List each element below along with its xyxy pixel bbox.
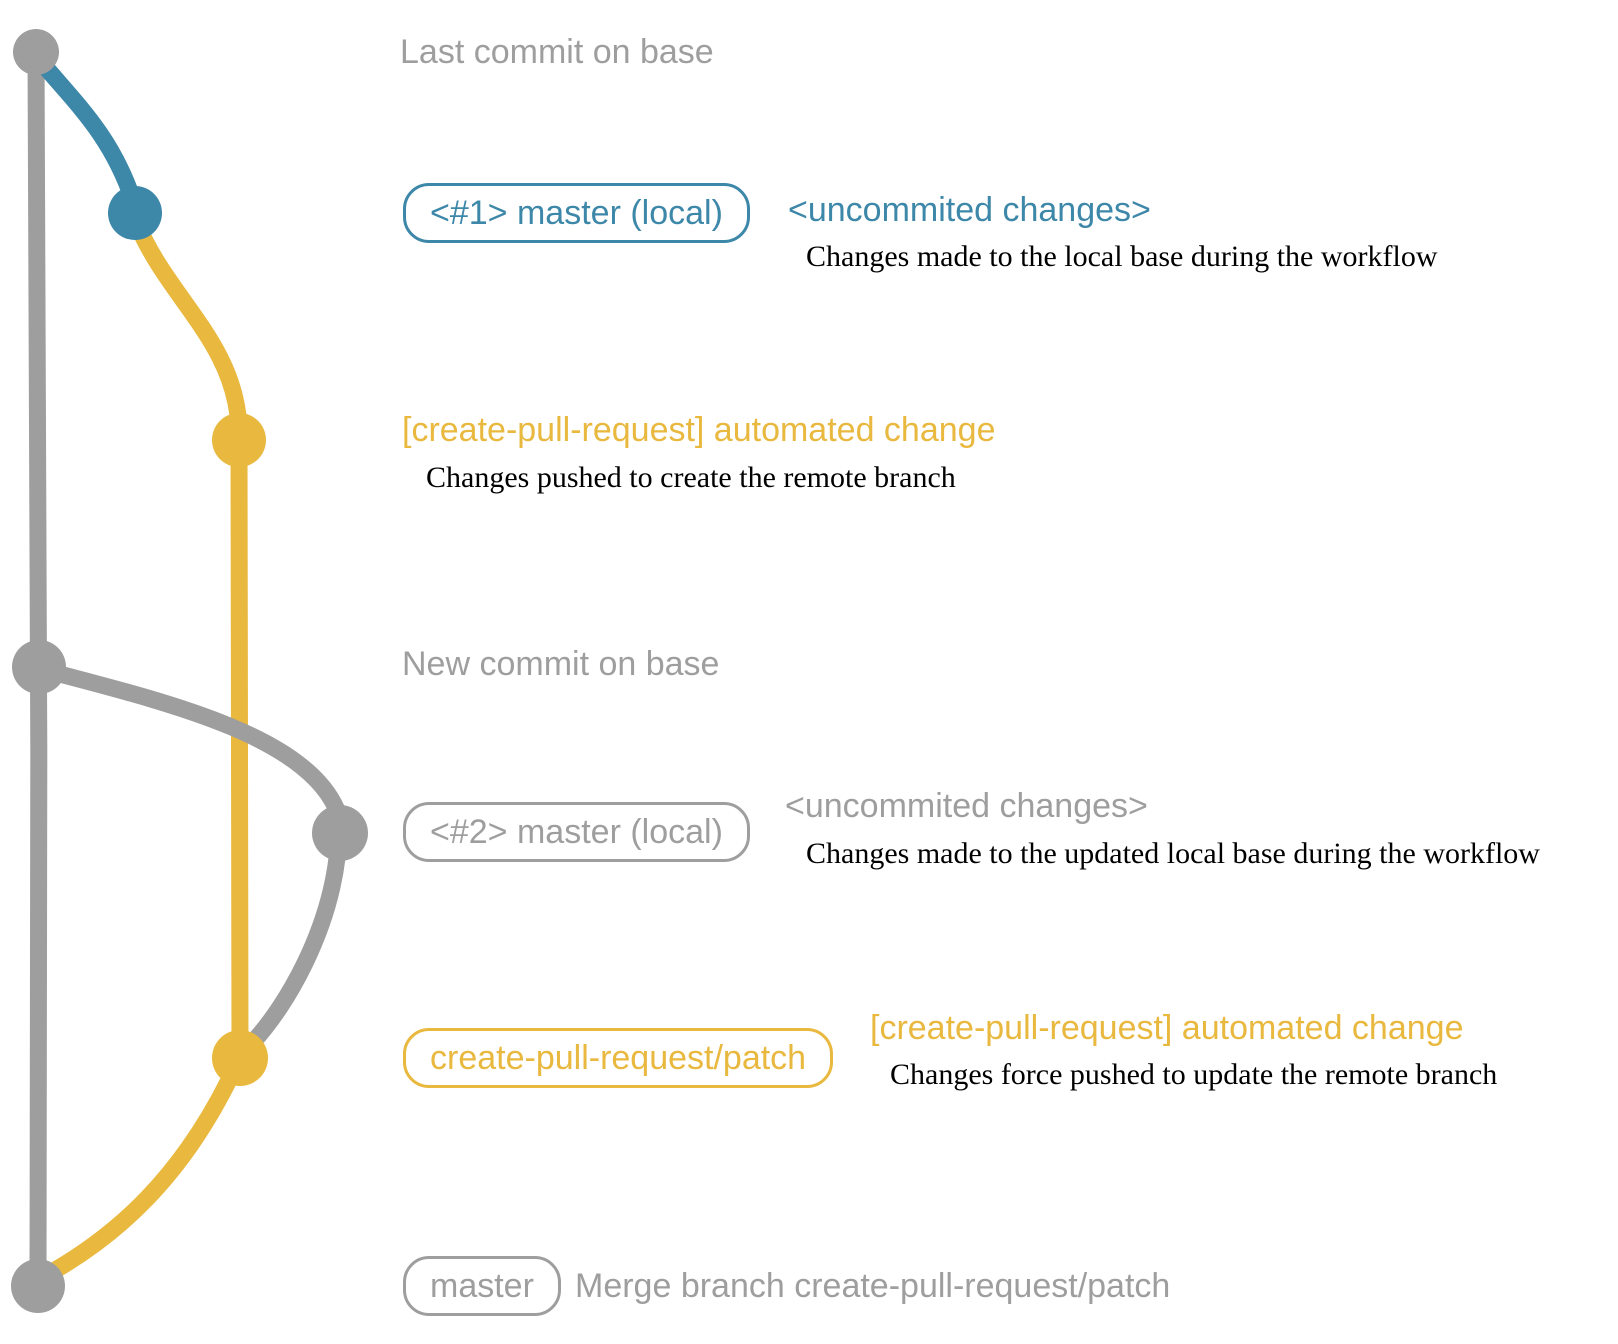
- merge-branch-curve: [43, 1071, 238, 1281]
- new-commit-label: New commit on base: [402, 645, 720, 683]
- branch-badge-local-master-1: <#1> master (local): [403, 183, 750, 243]
- commit-dot-local-master-2: [312, 805, 368, 861]
- commit-dot-local-master-1: [108, 186, 162, 240]
- commit-dot-last-base: [13, 29, 59, 75]
- create-pull-request-branch-curve: [129, 217, 248, 435]
- commit-dot-new-base: [12, 640, 66, 694]
- branch-badge-local-master-2: <#2> master (local): [403, 802, 750, 862]
- create-pull-request-branch-line: [230, 431, 249, 1067]
- automated-change-caption-2: Changes force pushed to update the remot…: [890, 1058, 1498, 1091]
- automated-change-tag-2: [create-pull-request] automated change: [870, 1009, 1464, 1047]
- uncommited-changes-caption-1: Changes made to the local base during th…: [806, 240, 1438, 273]
- branch-badge-create-pull-request-patch: create-pull-request/patch: [403, 1028, 834, 1088]
- branch-badge-master: master: [403, 1256, 561, 1316]
- uncommited-changes-caption-2: Changes made to the updated local base d…: [806, 837, 1540, 870]
- uncommited-changes-tag-2: <uncommited changes>: [785, 787, 1148, 825]
- local-master-1-branch-curve: [29, 49, 142, 209]
- automated-change-tag-1: [create-pull-request] automated change: [402, 411, 996, 449]
- local-master-2-branch-curve: [43, 663, 345, 817]
- merge-commit-label: Merge branch create-pull-request/patch: [575, 1267, 1171, 1305]
- automated-change-caption-1: Changes pushed to create the remote bran…: [426, 461, 956, 494]
- commit-dot-automated-change-2: [212, 1030, 268, 1086]
- force-push-curve: [244, 849, 346, 1051]
- uncommited-changes-tag-1: <uncommited changes>: [788, 191, 1151, 229]
- last-commit-label: Last commit on base: [400, 33, 714, 71]
- commit-dot-automated-change-1: [212, 413, 266, 467]
- commit-dot-merge: [11, 1259, 65, 1313]
